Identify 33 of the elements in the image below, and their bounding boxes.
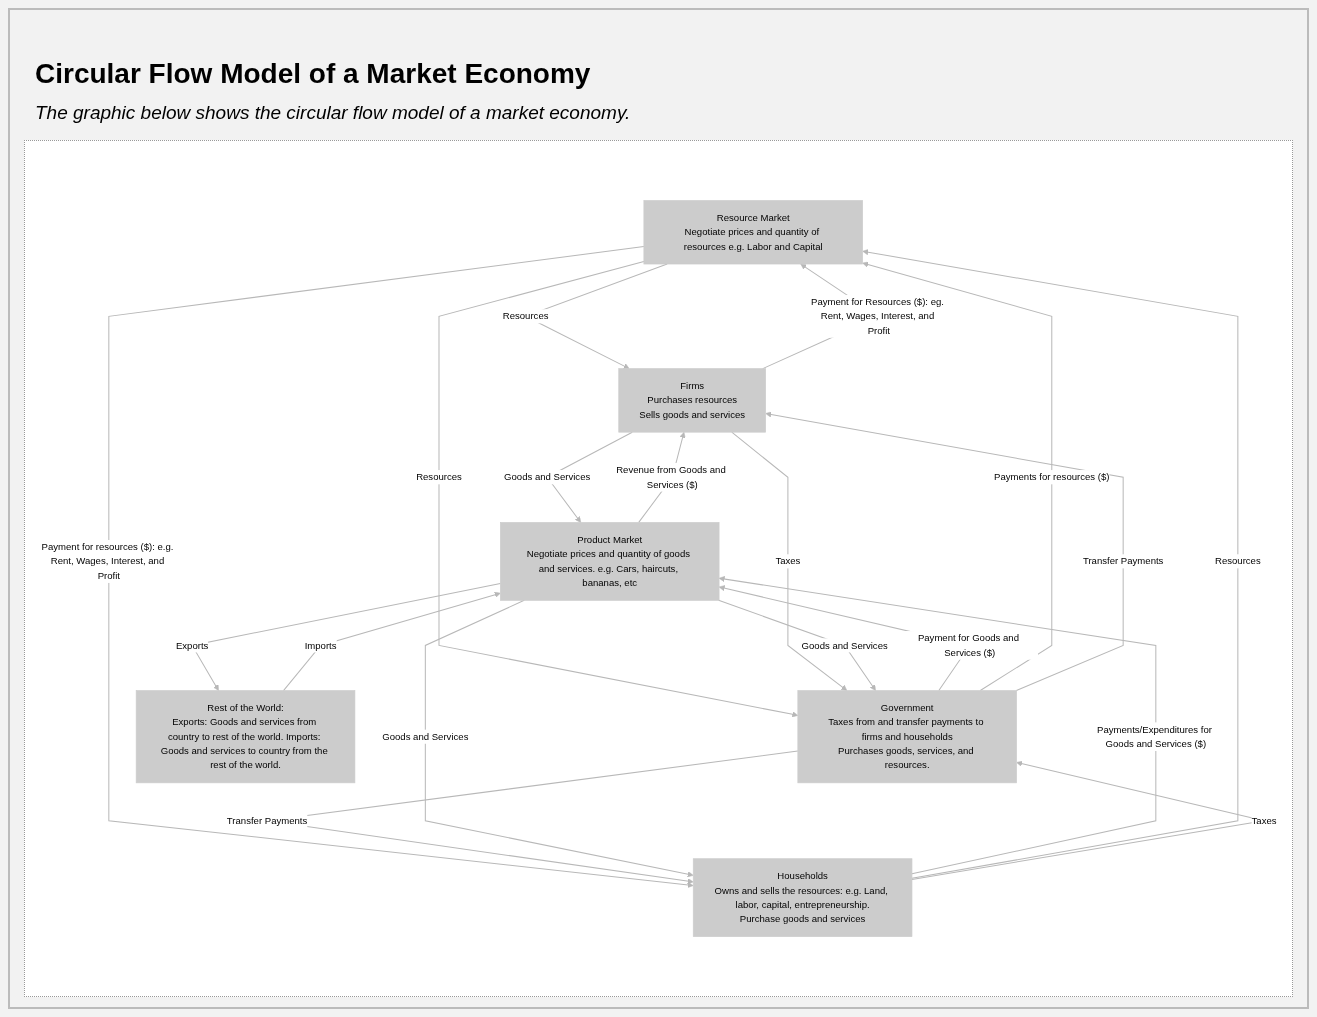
edge-label: Payment for resources ($): e.g. Rent, Wages, Interest, and Profit <box>41 541 174 581</box>
arrow <box>765 411 1124 692</box>
edge-label: Goods and Services <box>504 471 591 483</box>
edge-label: Revenue from Goods and Services ($) <box>616 464 726 490</box>
edge-label: Imports <box>304 639 337 651</box>
node-box: Rest of the World: Exports: Goods and services from country to rest of the world. Imports: Goods and services to country from the rest of the world. <box>135 690 356 784</box>
node-box: Product Market Negotiate prices and quantity of goods and services. e.g. Cars, haircuts, bananas, etc <box>500 522 720 601</box>
edge-label: Goods and Services <box>801 639 888 651</box>
arrow <box>283 591 501 692</box>
arrow <box>731 431 848 691</box>
edge-label: Payment for Resources ($): eg. Rent, Wages, Interest, and Profit <box>811 296 944 336</box>
arrow <box>108 245 694 888</box>
arrow <box>424 599 694 878</box>
edge-label: Resources <box>416 471 462 483</box>
edge-label: Taxes <box>775 555 801 567</box>
node-box: Households Owns and sells the resources: e.g. Land, labor, capital, entrepreneurship. Purchase goods and services <box>692 858 913 937</box>
edge-label: Transfer Payments <box>226 814 308 826</box>
node-box: Resource Market Negotiate prices and quantity of resources e.g. Labor and Capital <box>643 200 863 265</box>
edge-label: Goods and Services <box>382 730 469 742</box>
title: Circular Flow Model of a Market Economy <box>35 58 591 90</box>
edge-label: Payments for resources ($) <box>994 471 1110 483</box>
edge-label: Transfer Payments <box>1082 555 1164 567</box>
edge-label: Resources <box>502 310 549 322</box>
node-box: Firms Purchases resources Sells goods and services <box>618 368 766 433</box>
edge-label: Exports <box>175 639 209 651</box>
node-box: Government Taxes from and transfer payments to firms and households Purchases goods, services, and resources. <box>797 690 1017 784</box>
arrow <box>862 249 1239 879</box>
edge-label: Payment for Goods and Services ($) <box>917 632 1019 658</box>
edge-label: Resources <box>1214 555 1261 567</box>
edge-label: Payments/Expenditures for Goods and Services ($) <box>1097 723 1212 749</box>
arrow <box>862 261 1053 692</box>
edge-label: Taxes <box>1251 814 1277 826</box>
caption: The graphic below shows the circular flow model of a market economy. <box>35 102 631 124</box>
